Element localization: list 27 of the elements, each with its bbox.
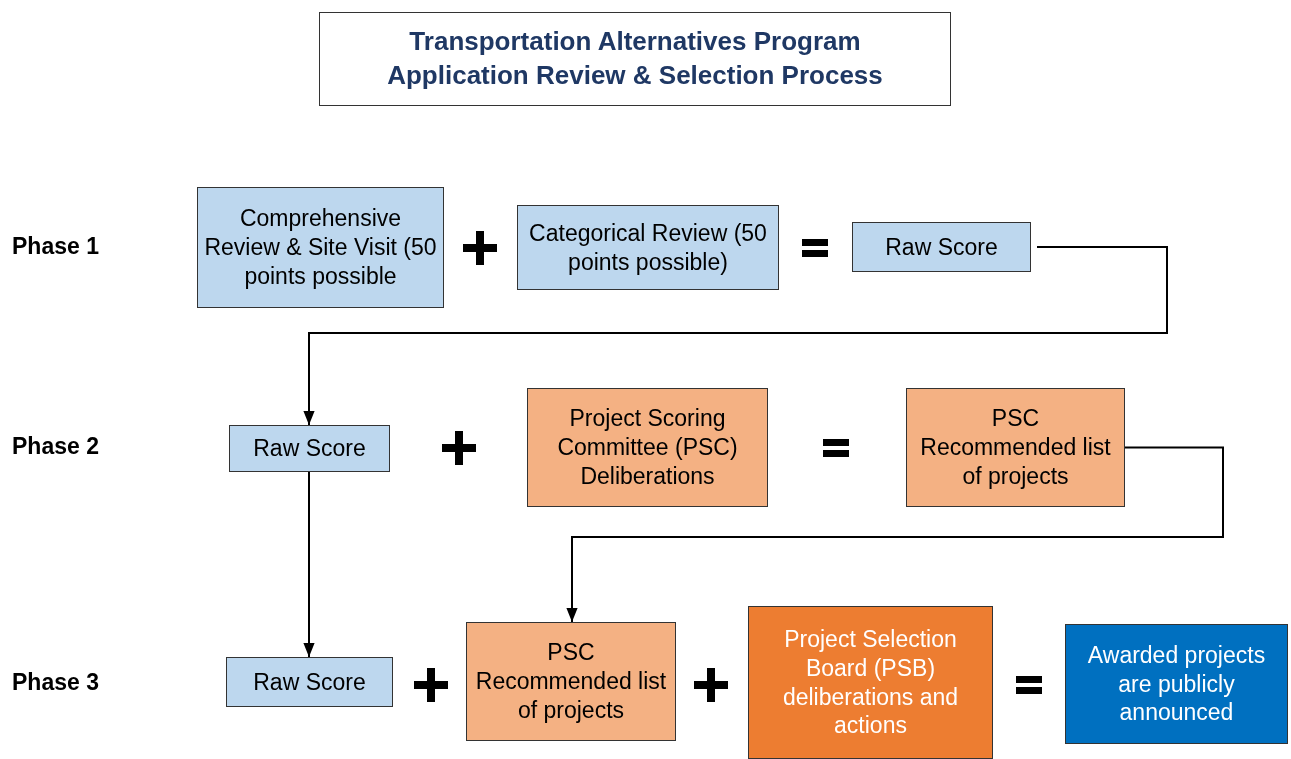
connector-arrow xyxy=(303,246,1168,426)
box-text: Raw Score xyxy=(253,667,366,697)
process-box xyxy=(527,388,768,507)
process-box xyxy=(197,187,444,308)
phase-label: Phase 1 xyxy=(12,233,99,260)
process-box xyxy=(229,425,390,472)
box-text: Project Selection Board (PSB) deliberations and actions xyxy=(781,625,960,740)
process-box xyxy=(466,622,676,741)
phase-label: Phase 2 xyxy=(12,433,99,460)
process-box xyxy=(226,657,393,707)
box-text: Comprehensive Review & Site Visit (50 points possible xyxy=(203,204,438,291)
box-text: PSC Recommended list of projects xyxy=(474,638,668,725)
box-text: Project Scoring Committee (PSC) Deliberations xyxy=(556,404,739,491)
process-box xyxy=(748,606,993,759)
phase-label: Phase 3 xyxy=(12,669,99,696)
process-box xyxy=(906,388,1125,507)
box-text: Awarded projects are publicly announced xyxy=(1086,640,1267,728)
box-text: Raw Score xyxy=(885,232,998,262)
box-text: PSC Recommended list of projects xyxy=(919,404,1112,491)
title: Transportation Alternatives Program Application Review & Selection Process xyxy=(319,12,951,106)
connector-arrow xyxy=(566,446,1224,623)
process-box xyxy=(852,222,1031,272)
box-text: Raw Score xyxy=(253,434,366,463)
box-text: Categorical Review (50 points possible) xyxy=(528,218,768,277)
connector-arrow xyxy=(303,471,315,658)
process-box xyxy=(1065,624,1288,744)
process-box xyxy=(517,205,779,290)
